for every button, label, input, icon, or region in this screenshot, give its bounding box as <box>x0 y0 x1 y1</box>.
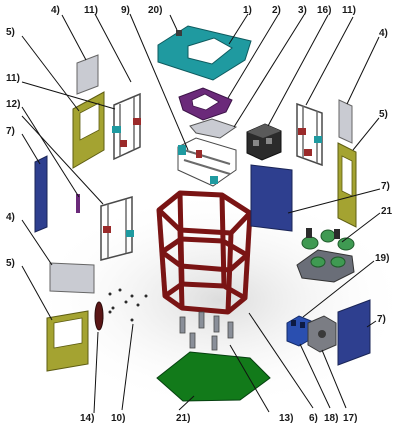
label-part-19: 19) <box>375 253 390 264</box>
label-part-9: 9) <box>121 5 130 16</box>
gray-panel-part-4-top <box>76 54 99 95</box>
side-frame-part-11-right <box>296 102 323 167</box>
label-part-12: 12) <box>6 99 21 110</box>
top-plate-part-1 <box>157 25 252 81</box>
label-part-20: 20) <box>148 5 163 16</box>
label-part-21-bottom: 21) <box>176 413 191 424</box>
purple-frame-part-2 <box>178 87 233 121</box>
leader-lines <box>21 13 381 414</box>
navy-panel-part-7-left <box>34 155 48 233</box>
blue-block-part-18 <box>286 315 312 347</box>
hex-frame-part-6 <box>156 190 253 315</box>
label-part-1: 1) <box>243 5 252 16</box>
label-part-6: 6) <box>309 413 318 424</box>
rail-assembly-part-9 <box>177 137 237 187</box>
small-part-20 <box>176 30 182 36</box>
label-part-10: 10) <box>111 413 126 424</box>
label-part-11-right: 11) <box>342 5 356 16</box>
label-part-7-left: 7) <box>6 126 15 137</box>
label-part-3: 3) <box>298 5 307 16</box>
label-part-2: 2) <box>272 5 281 16</box>
servo-cluster-part-21 <box>296 228 355 283</box>
label-part-7-right: 7) <box>377 314 386 325</box>
olive-door-part-5-bottom <box>46 310 89 372</box>
label-part-5-bottom: 5) <box>6 258 15 269</box>
side-frame-part-11-top <box>112 92 141 161</box>
posts-part-13 <box>179 311 234 351</box>
label-part-18: 18) <box>324 413 339 424</box>
gray-plate-part-3 <box>189 118 238 139</box>
label-part-11-left: 11) <box>6 73 20 84</box>
olive-door-part-5-top <box>72 91 105 169</box>
label-part-7-center: 7) <box>381 181 390 192</box>
olive-door-part-5-right <box>337 142 357 228</box>
label-part-14: 14) <box>80 413 95 424</box>
label-part-4-right: 4) <box>379 28 388 39</box>
label-part-13: 13) <box>279 413 294 424</box>
motor-block-part-16 <box>246 123 282 161</box>
purple-bar-part-12 <box>76 194 80 213</box>
screws-part-10 <box>100 288 148 322</box>
label-part-11-top: 11) <box>84 5 98 16</box>
label-part-4-top: 4) <box>51 5 60 16</box>
label-part-4-mid: 4) <box>6 212 15 223</box>
navy-panel-part-7-right <box>337 299 371 366</box>
gray-panel-part-4-mid <box>49 262 95 294</box>
gray-block-part-17 <box>307 315 337 353</box>
label-part-17: 17) <box>343 413 358 424</box>
gray-panel-part-4-right <box>338 99 353 144</box>
label-part-5-top: 5) <box>6 27 15 38</box>
label-part-5-right: 5) <box>379 109 388 120</box>
navy-panel-part-7-center <box>250 164 293 232</box>
side-frame-part-11-mid <box>100 196 134 261</box>
label-part-16: 16) <box>317 5 332 16</box>
label-part-21-right: 21 <box>381 206 393 217</box>
disc-part-14 <box>94 301 104 331</box>
